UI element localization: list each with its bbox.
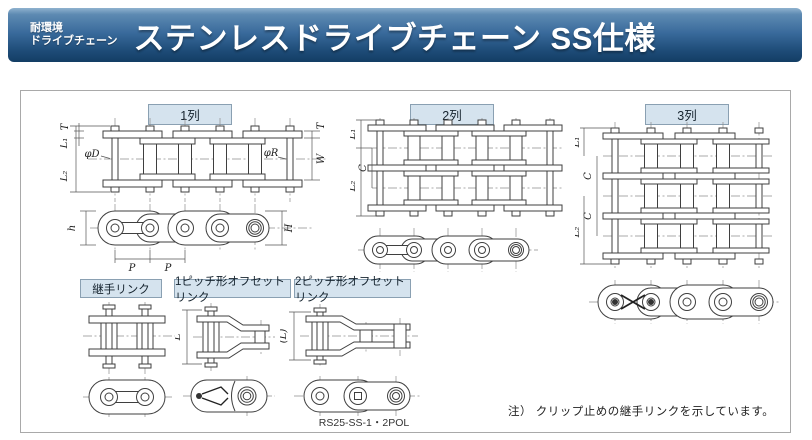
header-tag: 耐環境 ドライブチェーン: [30, 22, 117, 48]
dim-label-T-left: T: [60, 122, 71, 130]
footnote: 注） クリップ止めの継手リンクを示しています。: [508, 406, 775, 418]
caption-joint-link: 継手リンク: [80, 279, 162, 298]
dim-label-L2: L₂: [350, 181, 358, 193]
elevation-dimensions: (L): [280, 311, 311, 361]
dim-label-H: H: [284, 223, 295, 233]
dim-label-L2: L₂: [575, 227, 582, 239]
dim-label-C2: C: [583, 212, 594, 220]
elevation-view: [102, 125, 303, 193]
caption-strand2: 2列: [410, 104, 494, 125]
elevation-dimensions: L: [175, 309, 202, 365]
dim-label-C: C: [358, 164, 369, 172]
plan-view: [88, 379, 166, 415]
page-title: ステンレスドライブチェーン SS仕様: [133, 20, 656, 56]
drawing-triplex-strand: L₁ C C L₂: [575, 122, 779, 324]
elevation-view: [305, 307, 411, 365]
header-tag-line2: ドライブチェーン: [30, 35, 118, 47]
elevation-view: [88, 304, 166, 369]
drawing-duplex-strand: L₁ C L₂: [350, 118, 563, 272]
elevation-view: [196, 306, 270, 368]
dim-label-L2: L₂: [60, 171, 70, 183]
plan-dimensions: h H P P: [67, 210, 295, 274]
dim-label-C1: C: [583, 172, 594, 180]
dim-label-h: h: [67, 225, 78, 231]
header-tag-line1: 耐環境: [30, 21, 63, 34]
plan-view: [97, 210, 270, 246]
caption-offset-1pitch: 1ピッチ形オフセットリンク: [174, 276, 291, 304]
dim-label-phiD: φD: [84, 149, 99, 160]
elevation-view: [602, 127, 770, 265]
drawing-joint-link: [83, 302, 175, 417]
plan-view: [190, 379, 268, 413]
drawing-single-strand: T L₁ L₂ φD φR W T: [60, 118, 327, 274]
plan-view: [363, 235, 530, 265]
dim-label-L1: L₁: [350, 129, 358, 141]
elevation-view: [367, 119, 563, 217]
dim-label-W: W: [316, 153, 327, 164]
dim-label-L1: L₁: [575, 137, 582, 149]
elevation-dimensions: L₁ C C L₂: [575, 127, 611, 265]
dim-label-L1: L₁: [60, 138, 70, 150]
plan-view: [303, 379, 411, 413]
drawing-offset-link-2pitch: (L) RS25-SS-1・2POL: [280, 304, 420, 429]
dim-label-P1: P: [128, 263, 136, 274]
dim-label-P2: P: [164, 263, 172, 274]
drawing-offset-link-1pitch: L: [175, 303, 275, 416]
page-header-banner: 耐環境 ドライブチェーン ステンレスドライブチェーン SS仕様: [8, 8, 802, 62]
dim-label-phiR: φR: [264, 148, 279, 159]
dim-label-T-right: T: [316, 121, 327, 129]
dim-label-L: L: [175, 333, 183, 341]
elevation-dimensions: L₁ C L₂: [350, 119, 376, 217]
model-code-label: RS25-SS-1・2POL: [319, 417, 410, 429]
elevation-dimensions: T L₁ L₂ φD φR W T: [60, 121, 327, 193]
dim-label-L-paren: (L): [280, 329, 289, 344]
plan-view: [597, 284, 774, 320]
